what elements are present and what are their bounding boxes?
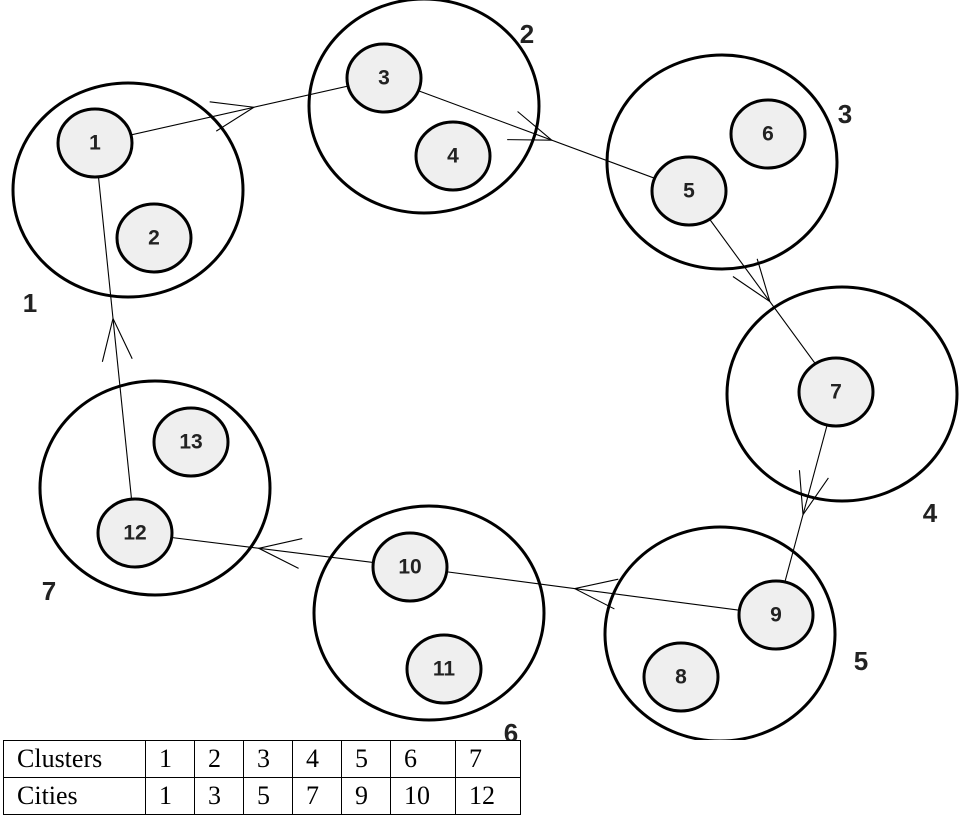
city-label: 13 (179, 431, 202, 454)
tour-edge (94, 142, 136, 534)
city-label: 4 (447, 145, 459, 168)
city-label: 7 (830, 381, 842, 404)
city-node (152, 406, 230, 478)
city-node (737, 579, 815, 651)
cluster-label: 4 (923, 498, 938, 528)
tour-arrowhead (573, 578, 619, 610)
tour-edge (94, 77, 385, 144)
tour-arrowhead (257, 538, 303, 569)
city-node (650, 155, 728, 227)
table-cell: 7 (292, 777, 342, 815)
cluster-ellipse (307, 0, 541, 215)
city-label: 10 (398, 556, 421, 579)
cluster-label: 2 (520, 19, 534, 49)
city-node (345, 42, 423, 114)
city-label: 9 (770, 604, 782, 627)
cluster-label: 6 (504, 718, 518, 740)
city-node (729, 98, 807, 170)
cluster-label: 7 (42, 576, 56, 606)
table-header-cities: Cities (3, 777, 146, 815)
table-row-clusters: Clusters 1 2 3 4 5 6 7 (3, 740, 521, 778)
city-label: 12 (123, 522, 146, 545)
city-node (96, 497, 174, 569)
city-node (797, 356, 875, 428)
table-cell: 3 (194, 777, 244, 815)
table-cell: 1 (145, 777, 195, 815)
city-label: 11 (433, 658, 456, 681)
tour-arrowhead (101, 316, 133, 362)
cluster-label: 1 (23, 288, 37, 318)
tour-edge (688, 190, 837, 393)
city-node (642, 641, 720, 713)
city-label: 5 (683, 180, 695, 203)
table-cell: 5 (243, 777, 293, 815)
table-cell: 9 (341, 777, 391, 815)
city-label: 3 (378, 67, 390, 90)
table-cell: 1 (145, 740, 195, 778)
city-label: 1 (89, 132, 101, 155)
edges-layer (94, 77, 837, 616)
city-node (414, 120, 492, 192)
cluster-ellipse (38, 379, 272, 597)
tour-edge (134, 532, 411, 568)
table-row-cities: Cities 1 3 5 7 9 10 12 (3, 777, 521, 815)
cluster-ellipse (312, 504, 546, 722)
tour-arrowhead (732, 258, 771, 303)
table-cell: 12 (455, 777, 521, 815)
tour-arrowhead (209, 101, 256, 132)
cluster-label: 3 (838, 99, 852, 129)
city-label: 2 (148, 227, 160, 250)
tour-arrowhead (798, 470, 829, 517)
cluster-city-table: Clusters 1 2 3 4 5 6 7 Cities 1 3 5 7 9 … (3, 740, 521, 815)
table-header-clusters: Clusters (3, 740, 146, 778)
cluster-ellipse (725, 285, 959, 503)
city-node (56, 107, 134, 179)
city-node (115, 202, 193, 274)
tour-arrowhead (507, 111, 554, 141)
tour-edge (775, 391, 837, 616)
city-label: 6 (762, 123, 774, 146)
cluster-ellipse (605, 53, 839, 271)
table-cell: 3 (243, 740, 293, 778)
table-cell: 4 (292, 740, 342, 778)
cluster-ellipse (11, 81, 245, 299)
cluster-label: 5 (854, 646, 868, 676)
city-node (371, 531, 449, 603)
cluster-ellipse (603, 525, 837, 740)
table-cell: 2 (194, 740, 244, 778)
tour-edge (409, 566, 777, 616)
city-node (405, 633, 483, 705)
table-cell: 10 (390, 777, 456, 815)
table-cell: 7 (455, 740, 521, 778)
city-label: 8 (675, 666, 687, 689)
table-cell: 5 (341, 740, 391, 778)
table-cell: 6 (390, 740, 456, 778)
tour-edge (383, 77, 690, 192)
